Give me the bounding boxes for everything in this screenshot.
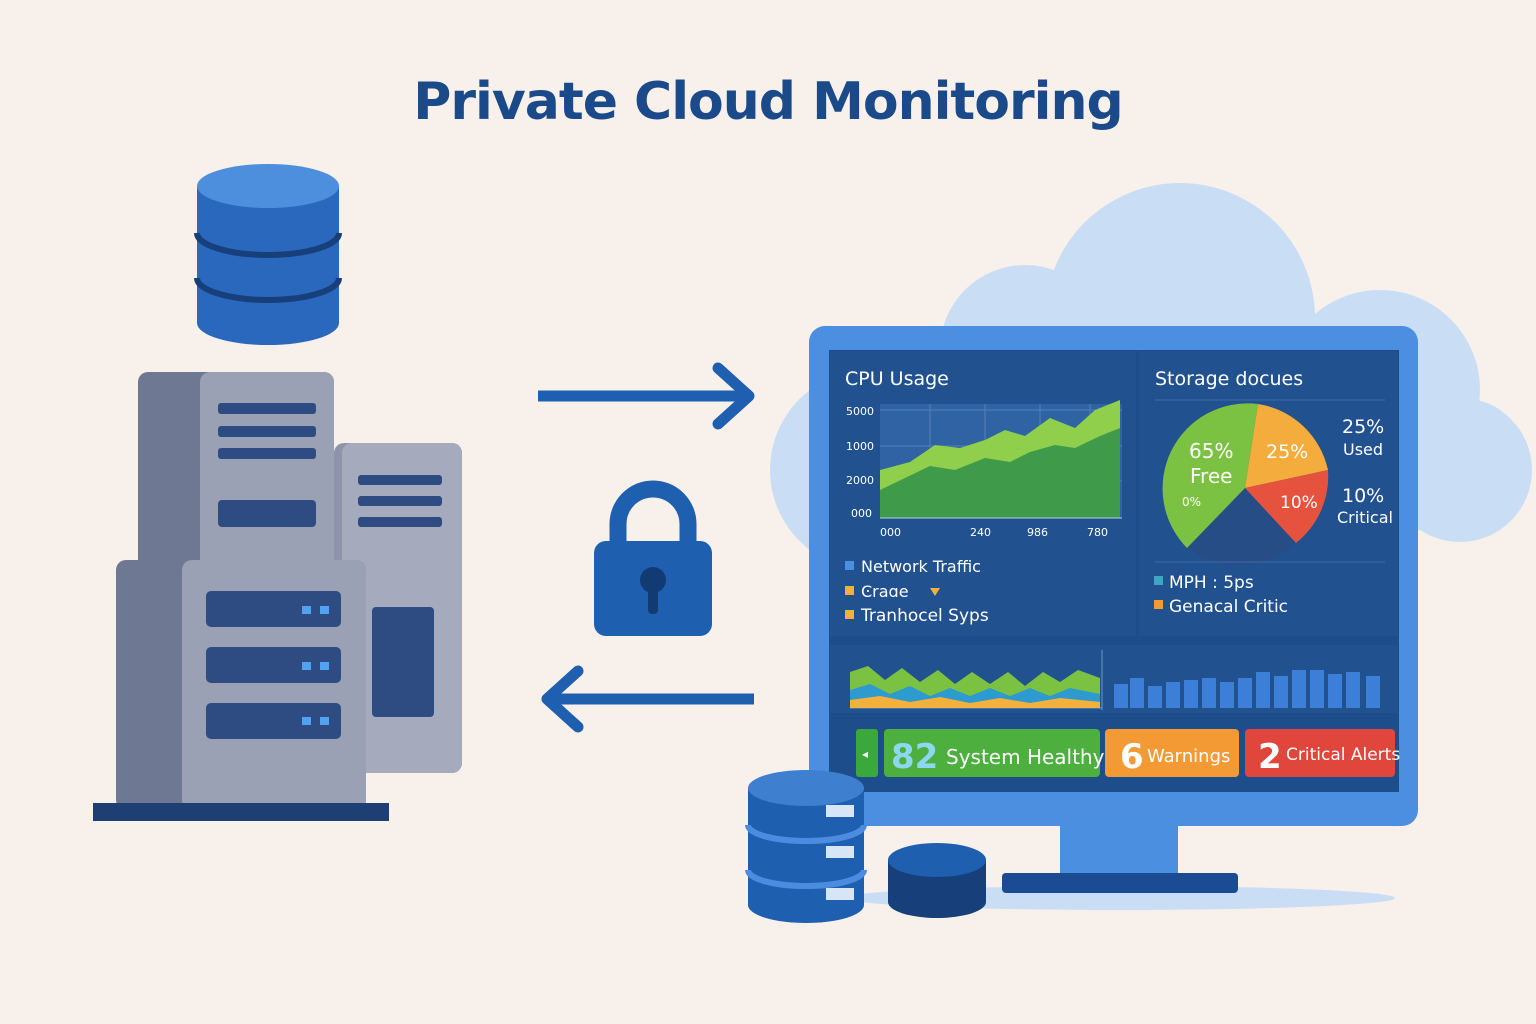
arrow-left-icon	[541, 665, 754, 733]
status-badge-warnings[interactable]: 6 Warnings	[1105, 729, 1239, 777]
legend-item: MPH : 5ps	[1169, 573, 1254, 593]
cpu-y-tick: 1000	[846, 440, 874, 453]
cpu-usage-title: CPU Usage	[845, 368, 949, 390]
storage-title: Storage docues	[1155, 368, 1303, 390]
legend-network-traffic: Network Traffic	[861, 557, 981, 576]
mini-bar-chart	[1114, 670, 1380, 708]
pie-slice-dark	[1187, 488, 1296, 566]
cpu-x-tick: 000	[880, 526, 901, 539]
pie-label-free-pct: 65%	[1189, 439, 1233, 463]
pie-label-free: Free	[1190, 464, 1232, 488]
pie-label-small: 0%	[1182, 495, 1201, 509]
side-label-critical-pct: 10%	[1342, 485, 1384, 507]
cpu-y-tick: 000	[851, 507, 872, 520]
legend-swatch	[1154, 600, 1163, 609]
padlock-icon	[594, 480, 712, 636]
legend-item: Ͼraɑe	[861, 582, 909, 601]
arrow-right-icon	[538, 362, 755, 430]
database-icon	[194, 164, 342, 345]
side-label-used-pct: 25%	[1342, 416, 1384, 438]
storage-panel: Storage docues 65% Free 0% 25% 10% 25% U…	[1139, 351, 1398, 636]
cpu-x-tick: 780	[1087, 526, 1108, 539]
status-badge-healthy[interactable]: 82 System Healthy	[884, 729, 1105, 777]
page-title: Private Cloud Monitoring	[413, 72, 1123, 132]
storage-cylinder-icon	[745, 770, 867, 923]
side-label-critical: Critical	[1337, 508, 1393, 527]
cpu-y-tick: 5000	[846, 405, 874, 418]
legend-swatch	[1154, 576, 1163, 585]
cpu-usage-panel: CPU Usage 5000 1000 2000 000 000 240 986…	[830, 351, 1136, 636]
side-label-used: Used	[1343, 440, 1383, 459]
pie-slice-free	[1162, 403, 1258, 548]
disk-cylinder-icon	[888, 843, 986, 918]
server-rack-icon	[93, 372, 462, 821]
legend-swatch	[845, 586, 854, 595]
critical-count: 2	[1258, 737, 1282, 777]
pie-label-used: 25%	[1266, 441, 1308, 463]
cpu-x-tick: 986	[1027, 526, 1048, 539]
legend-item: Genacal Critic	[1169, 597, 1288, 617]
legend-swatch	[845, 561, 854, 570]
warnings-count: 6	[1120, 737, 1144, 777]
pie-slice-used	[1245, 404, 1328, 488]
cpu-x-tick: 240	[970, 526, 991, 539]
status-bar: ◂ 82 System Healthy 6 Warnings 2 Critica…	[830, 716, 1400, 790]
status-indicator-arrow-icon: ◂	[862, 747, 868, 761]
status-indicator	[856, 729, 878, 777]
critical-label: Critical Alerts	[1286, 745, 1400, 765]
healthy-count: 82	[891, 737, 938, 777]
pie-slice-critical	[1245, 470, 1329, 543]
cpu-y-tick: 2000	[846, 474, 874, 487]
pie-label-critical: 10%	[1280, 493, 1318, 513]
legend-marker-icon	[930, 588, 940, 596]
healthy-label: System Healthy	[946, 745, 1105, 769]
cpu-area-front	[880, 428, 1120, 518]
legend-item: Tranhocel Syps	[860, 606, 989, 626]
status-badge-critical[interactable]: 2 Critical Alerts	[1245, 729, 1400, 777]
warnings-label: Warnings	[1147, 746, 1230, 767]
legend-swatch	[845, 610, 854, 619]
